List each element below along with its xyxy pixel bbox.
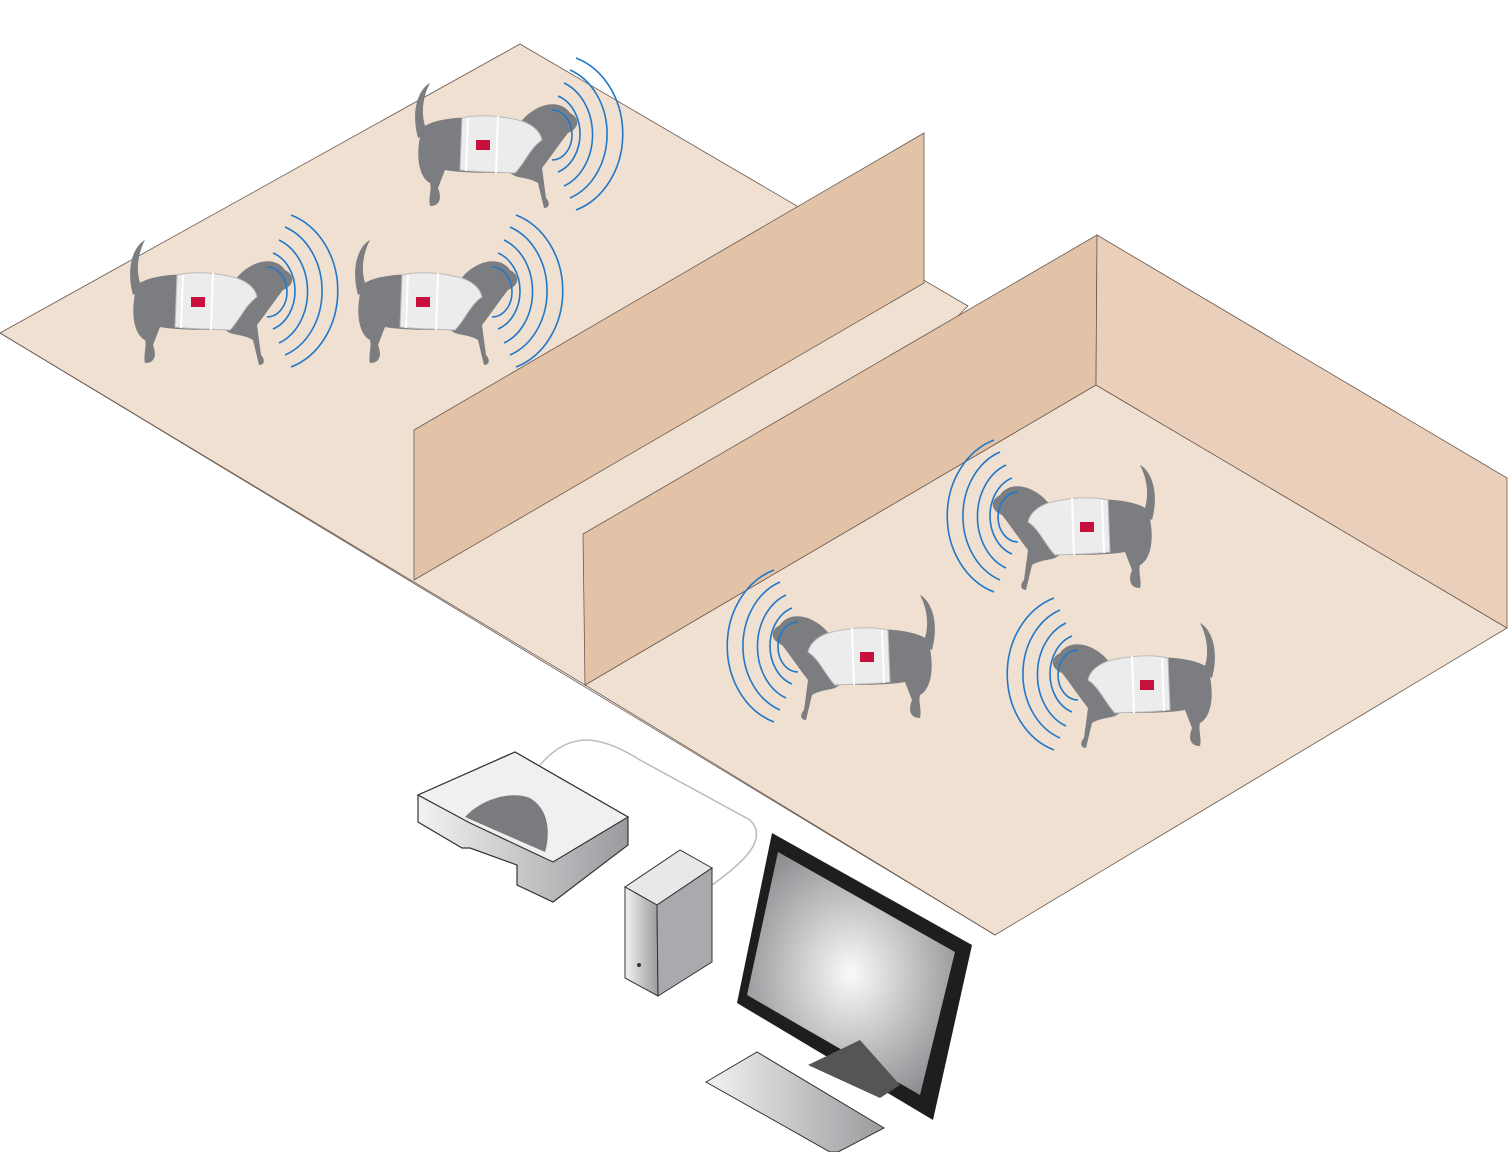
wireless-receiver-icon xyxy=(416,751,630,903)
cable xyxy=(539,739,758,886)
computer-tower-icon xyxy=(624,849,713,997)
back-wall-right xyxy=(1095,234,1508,629)
divider-wall-1 xyxy=(413,132,925,581)
monitor-icon xyxy=(737,833,972,1120)
floor-edge xyxy=(0,332,996,936)
keyboard-icon xyxy=(704,1051,886,1152)
